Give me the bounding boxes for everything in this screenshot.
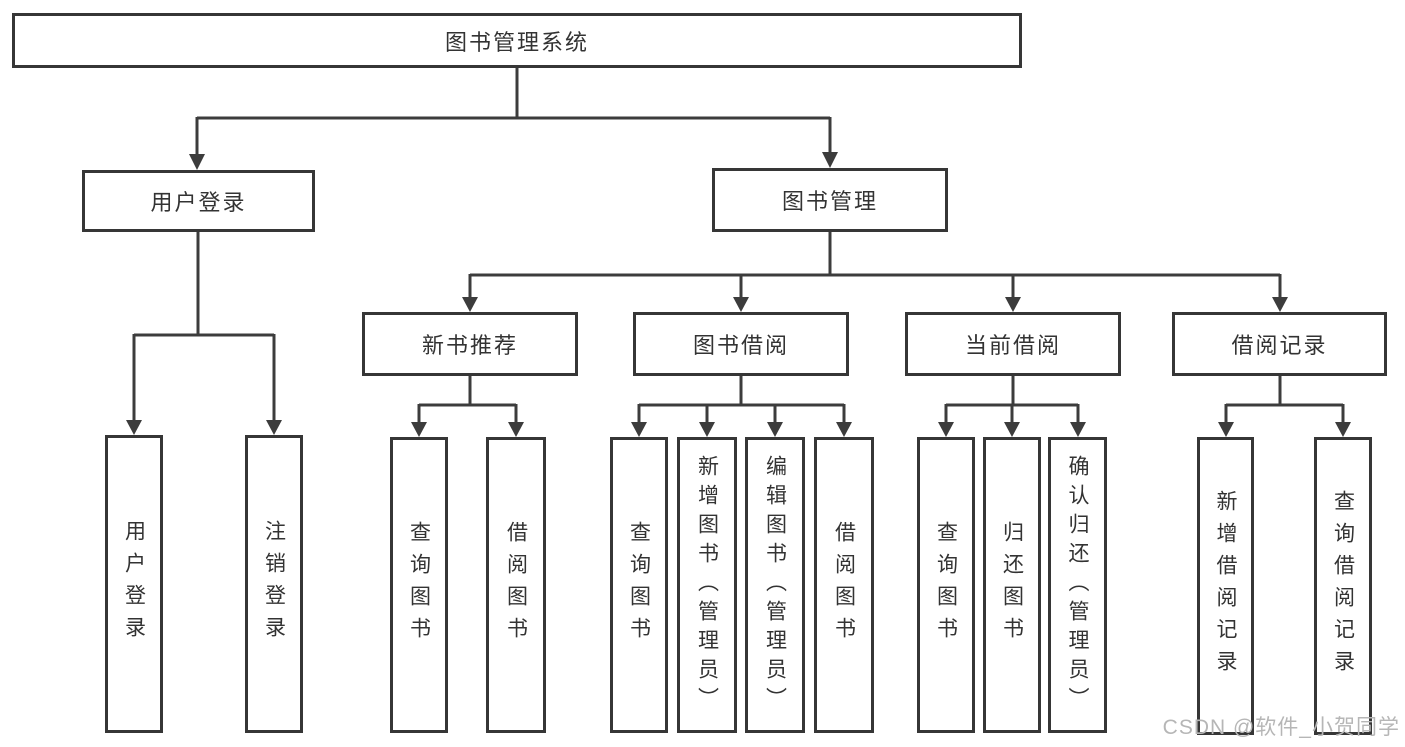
leaf-label: 新增图书（管理员） <box>695 454 719 716</box>
leaf-label: 用户登录 <box>122 520 146 648</box>
leaf-add-book-admin: 新增图书（管理员） <box>677 437 737 733</box>
leaf-label: 查询图书 <box>934 521 958 649</box>
leaf-label: 新增借阅记录 <box>1214 490 1237 682</box>
leaf-label: 确认归还（管理员） <box>1066 454 1089 716</box>
leaf-borrow-book-1: 借阅图书 <box>486 437 546 733</box>
node-book-management: 图书管理 <box>712 168 948 232</box>
watermark: CSDN @软件_小贺同学 <box>1162 716 1400 739</box>
leaf-label: 归还图书 <box>1000 521 1024 649</box>
leaf-label: 编辑图书（管理员） <box>763 454 787 716</box>
node-user-login: 用户登录 <box>82 170 315 232</box>
leaf-label: 借阅图书 <box>832 521 856 649</box>
leaf-query-borrow-record: 查询借阅记录 <box>1314 437 1372 735</box>
node-book-borrow: 图书借阅 <box>633 312 849 376</box>
leaf-label: 注销登录 <box>262 520 286 648</box>
leaf-return-book: 归还图书 <box>983 437 1041 733</box>
leaf-label: 借阅图书 <box>504 521 528 649</box>
leaf-confirm-return-admin: 确认归还（管理员） <box>1048 437 1107 733</box>
leaf-logout: 注销登录 <box>245 435 303 733</box>
leaf-edit-book-admin: 编辑图书（管理员） <box>745 437 805 733</box>
leaf-borrow-book-2: 借阅图书 <box>814 437 874 733</box>
leaf-query-book-2: 查询图书 <box>610 437 668 733</box>
leaf-label: 查询图书 <box>407 521 431 649</box>
leaf-query-book-3: 查询图书 <box>917 437 975 733</box>
leaf-label: 查询借阅记录 <box>1331 490 1355 682</box>
leaf-user-login: 用户登录 <box>105 435 163 733</box>
node-new-book-recommend: 新书推荐 <box>362 312 578 376</box>
node-current-borrow: 当前借阅 <box>905 312 1121 376</box>
node-root: 图书管理系统 <box>12 13 1022 68</box>
leaf-label: 查询图书 <box>627 521 651 649</box>
node-borrow-records: 借阅记录 <box>1172 312 1387 376</box>
leaf-add-borrow-record: 新增借阅记录 <box>1197 437 1254 735</box>
leaf-query-book-1: 查询图书 <box>390 437 448 733</box>
